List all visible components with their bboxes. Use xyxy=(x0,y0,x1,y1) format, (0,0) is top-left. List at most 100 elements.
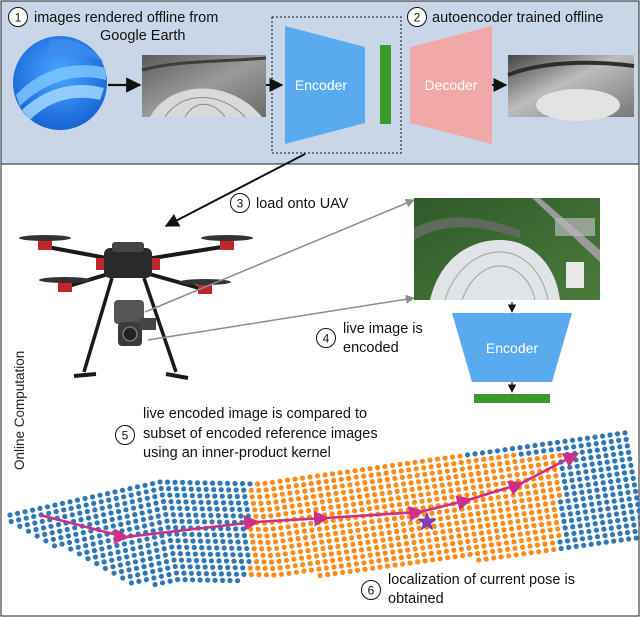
point-marker xyxy=(591,514,597,520)
point-marker xyxy=(373,498,379,504)
point-marker xyxy=(542,541,548,547)
point-marker xyxy=(223,513,229,519)
point-marker xyxy=(178,557,185,563)
point-marker xyxy=(260,513,266,520)
point-marker xyxy=(519,544,526,550)
point-marker xyxy=(311,540,317,546)
point-marker xyxy=(236,545,242,552)
point-marker xyxy=(392,475,398,481)
point-marker xyxy=(601,440,607,446)
point-marker xyxy=(267,506,273,512)
point-marker xyxy=(411,499,418,505)
point-marker xyxy=(248,571,254,578)
point-marker xyxy=(475,550,481,557)
point-marker xyxy=(624,443,630,449)
point-marker xyxy=(99,505,105,511)
point-marker xyxy=(395,495,401,501)
point-marker xyxy=(573,457,579,463)
point-marker xyxy=(623,523,630,529)
point-marker xyxy=(76,551,82,557)
point-marker xyxy=(102,565,108,572)
point-marker xyxy=(245,552,251,558)
point-marker xyxy=(117,515,123,521)
point-marker xyxy=(90,541,96,547)
point-marker xyxy=(212,493,218,499)
point-marker xyxy=(415,559,421,565)
point-marker xyxy=(346,522,352,528)
point-marker xyxy=(483,556,489,562)
point-marker xyxy=(283,511,289,517)
point-marker xyxy=(99,546,105,552)
step4-number: 4 xyxy=(323,332,330,346)
point-marker xyxy=(577,523,583,529)
point-marker xyxy=(57,528,63,534)
point-marker xyxy=(503,453,509,459)
point-marker xyxy=(541,448,547,454)
point-marker xyxy=(465,538,471,545)
step1-text-line2: Google Earth xyxy=(100,28,185,44)
point-marker xyxy=(188,486,194,492)
point-marker xyxy=(388,542,395,549)
point-marker xyxy=(166,572,172,578)
point-marker xyxy=(485,522,491,529)
point-marker xyxy=(184,505,190,511)
point-marker xyxy=(536,549,542,555)
point-marker xyxy=(320,545,326,552)
point-marker xyxy=(471,531,477,537)
point-marker xyxy=(352,554,358,560)
point-marker xyxy=(376,471,382,477)
point-marker xyxy=(128,580,134,586)
point-marker xyxy=(290,509,296,516)
point-marker xyxy=(279,531,285,537)
point-marker xyxy=(604,499,610,505)
point-marker xyxy=(355,567,361,573)
point-marker xyxy=(413,552,419,559)
point-marker xyxy=(611,498,617,504)
point-marker xyxy=(381,544,387,550)
point-marker xyxy=(612,505,619,511)
point-marker xyxy=(134,484,141,490)
point-marker xyxy=(316,526,322,532)
point-marker xyxy=(278,525,284,531)
point-marker xyxy=(619,457,625,463)
point-marker xyxy=(404,500,410,506)
point-marker xyxy=(226,487,232,493)
point-marker xyxy=(162,505,168,511)
point-marker xyxy=(144,536,150,542)
point-marker xyxy=(92,507,98,513)
point-marker xyxy=(315,559,321,566)
point-marker xyxy=(157,567,163,573)
point-marker xyxy=(241,532,247,539)
step2-circle xyxy=(407,7,427,27)
point-marker xyxy=(478,530,485,536)
point-marker xyxy=(612,458,618,464)
point-marker xyxy=(255,526,261,532)
point-marker xyxy=(504,500,510,506)
point-marker xyxy=(308,480,314,487)
point-marker xyxy=(422,471,428,477)
point-marker xyxy=(202,480,208,486)
point-marker xyxy=(295,536,301,542)
point-marker xyxy=(190,538,196,544)
point-marker xyxy=(193,557,200,564)
point-marker xyxy=(129,539,135,545)
point-marker xyxy=(488,495,494,501)
point-marker xyxy=(175,499,182,505)
point-marker xyxy=(545,474,552,480)
point-marker xyxy=(489,462,495,468)
point-marker xyxy=(354,521,360,527)
point-marker xyxy=(182,538,189,544)
point-marker xyxy=(298,555,305,561)
point-marker xyxy=(255,565,261,571)
point-marker xyxy=(261,559,267,565)
point-marker xyxy=(113,536,119,542)
point-marker xyxy=(408,480,414,486)
point-marker xyxy=(167,492,173,498)
point-marker xyxy=(396,501,403,507)
point-marker xyxy=(540,488,546,494)
point-marker xyxy=(527,503,534,509)
point-marker xyxy=(264,533,270,539)
point-marker xyxy=(149,521,155,527)
point-marker xyxy=(337,556,343,563)
point-marker xyxy=(452,514,459,520)
